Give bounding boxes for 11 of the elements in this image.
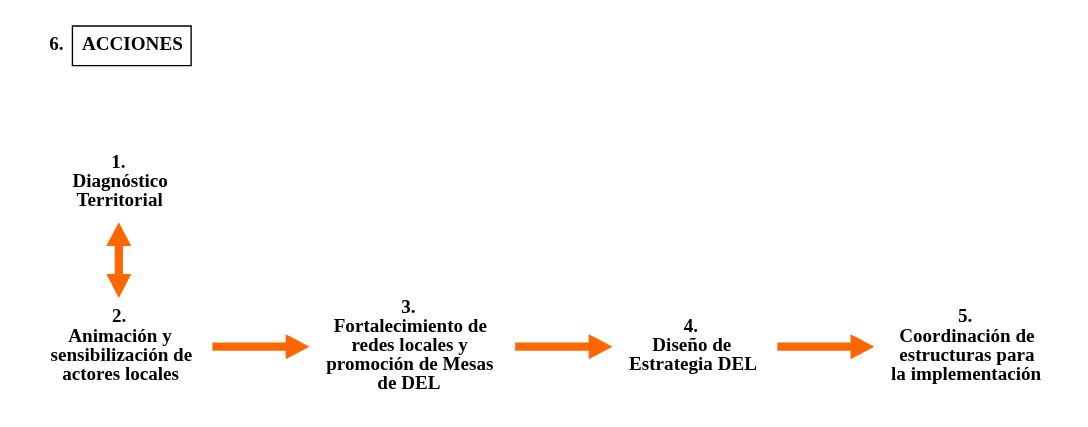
node-text: 4. Diseño de Estrategia DEL [628,314,757,374]
arrow [776,333,874,359]
node-box: ACCIONES [71,24,192,66]
node-text: 3. Fortalecimiento de redes locales y promoción de Mesas de DEL [325,295,493,393]
node-text: 1. Diagnóstico Territorial [71,150,168,210]
arrow [514,333,612,359]
arrow [105,221,131,298]
node-text: 5. Coordinación de estructuras para la implementación [890,304,1041,384]
arrow [211,333,309,359]
node-text: 2. Animación y sensibilización de actores locales [50,304,192,384]
node-label: 6. [48,32,64,54]
